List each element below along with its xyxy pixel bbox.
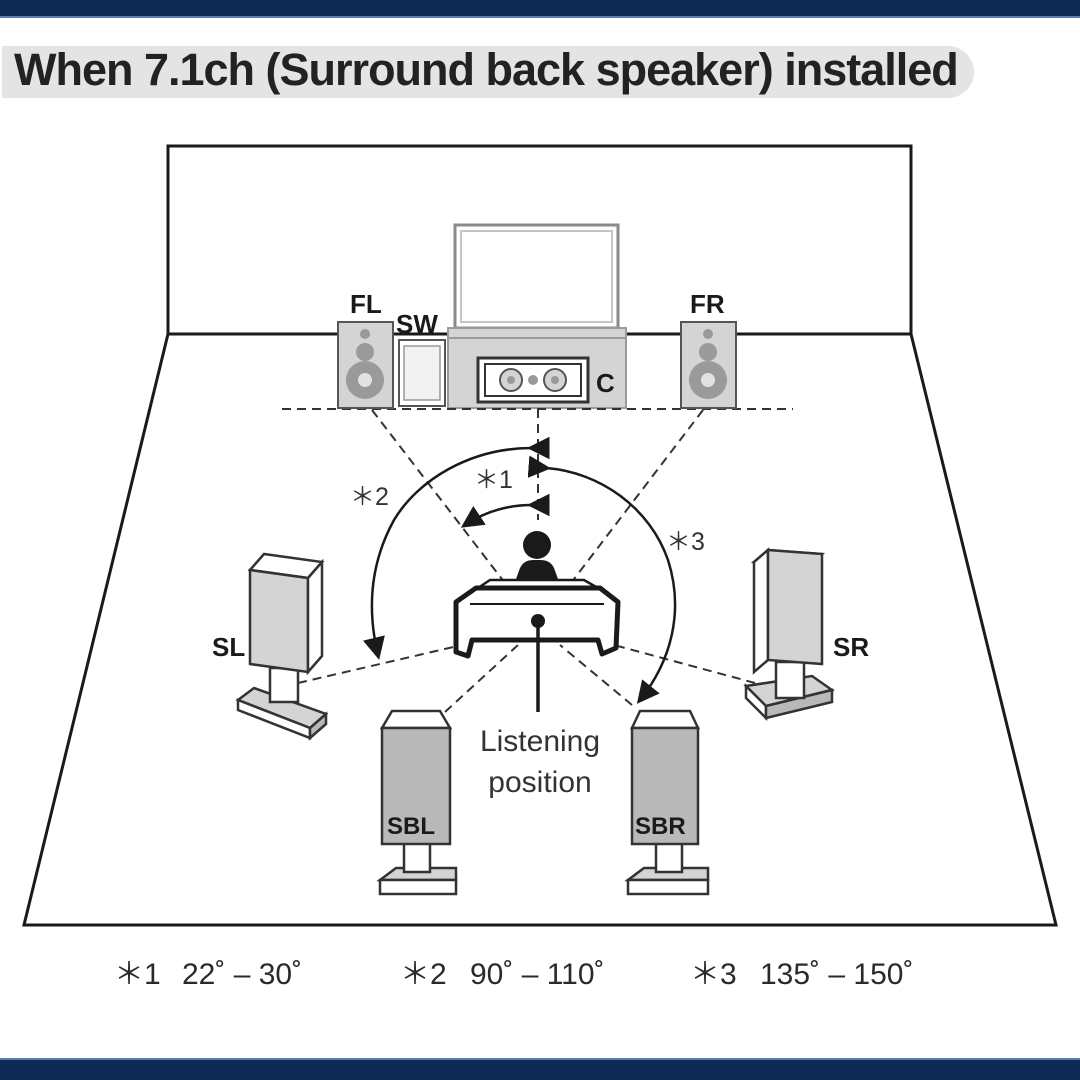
- legend-range-1: 22˚ – 30˚: [182, 958, 302, 991]
- angle-marker-3: ＊3: [666, 528, 705, 556]
- angle-arcs: [362, 436, 677, 704]
- angle-legend: ＊1 22˚ – 30˚ ＊2 90˚ – 110˚ ＊3 135˚ – 150…: [114, 958, 913, 991]
- c-label: C: [596, 368, 615, 398]
- legend-marker-1: ＊1: [114, 958, 161, 991]
- fr-speaker: [680, 321, 737, 409]
- legend-marker-2: ＊2: [400, 958, 447, 991]
- sw-label: SW: [396, 309, 438, 339]
- fr-label: FR: [690, 289, 725, 319]
- legend-range-2: 90˚ – 110˚: [470, 958, 605, 991]
- sr-speaker: [743, 547, 835, 722]
- page-title: When 7.1ch (Surround back speaker) insta…: [14, 44, 959, 95]
- sbl-speaker: [376, 709, 458, 896]
- sw-speaker: [398, 339, 446, 407]
- angle-arc-3: [527, 455, 677, 704]
- sbl-label: SBL: [387, 813, 435, 840]
- angle-marker-1: ＊1: [474, 466, 513, 494]
- angle-marker-2: ＊2: [350, 483, 389, 511]
- legend-marker-3: ＊3: [690, 958, 737, 991]
- listener-head: [523, 531, 551, 559]
- sl-speaker: [235, 552, 329, 741]
- listening-position-pointer: [531, 614, 545, 712]
- legend-range-3: 135˚ – 150˚: [760, 958, 913, 991]
- title-band: [2, 46, 974, 98]
- sbr-speaker: [624, 709, 710, 896]
- sr-label: SR: [833, 632, 869, 662]
- sl-label: SL: [212, 632, 245, 662]
- fl-label: FL: [350, 289, 382, 319]
- listening-position-line1: Listening: [480, 725, 600, 758]
- c-speaker: [476, 356, 590, 404]
- sbr-label: SBR: [635, 813, 686, 840]
- top-frame-bar: [0, 0, 1080, 18]
- tv: [447, 223, 627, 339]
- listening-position-line2: position: [488, 766, 591, 799]
- angle-arc-2: [362, 436, 550, 660]
- fl-speaker: [337, 321, 394, 409]
- bottom-frame-bar: [0, 1058, 1080, 1080]
